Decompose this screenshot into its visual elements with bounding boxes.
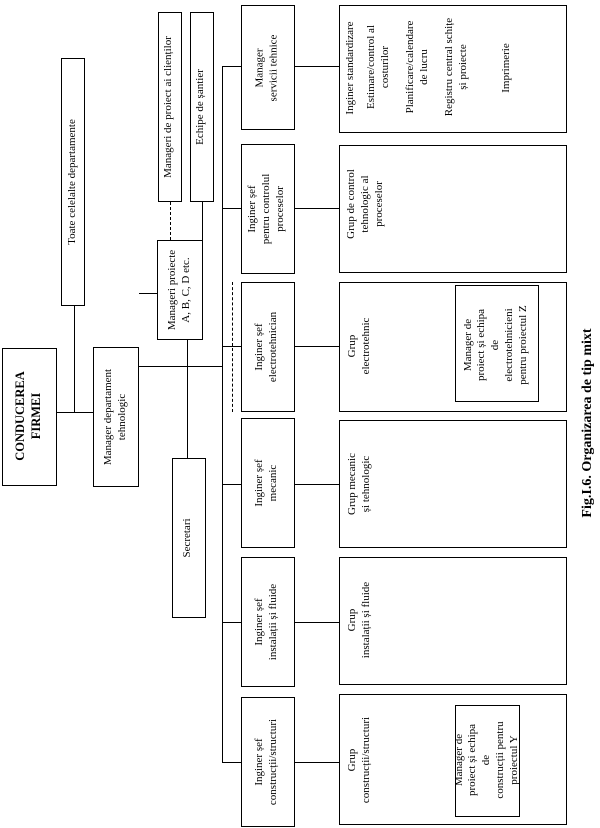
connector-all-vertical xyxy=(74,306,75,413)
connector-chief-group-electro xyxy=(295,346,339,347)
chief-box-process xyxy=(241,144,295,274)
connector-chief-group-installations xyxy=(295,622,339,623)
connector-chief-group-services xyxy=(295,66,339,67)
connector-client-managers xyxy=(170,202,171,240)
project-team-box-construction xyxy=(455,705,520,817)
site-teams-label: Echipe de șantier xyxy=(194,69,207,145)
project-team-box-electro xyxy=(455,285,539,402)
connector-chief-group-process xyxy=(295,208,339,209)
project-managers-box xyxy=(157,240,203,340)
connector-tech-trunk xyxy=(139,366,187,367)
client-managers-box xyxy=(158,12,182,202)
all-departments-label: Toate celelalte departamente xyxy=(66,119,79,245)
connector-spine-services xyxy=(222,66,241,67)
figure-caption: Fig.I.6. Organizarea de tip mixt xyxy=(580,328,596,518)
connector-spine-process xyxy=(222,208,241,209)
connector-site-teams xyxy=(202,202,203,240)
group-box-construction xyxy=(339,694,567,825)
connector-spine-installations xyxy=(222,622,241,623)
site-teams-box xyxy=(190,12,214,202)
connector-secretary xyxy=(187,340,188,458)
tech-manager-box xyxy=(93,347,139,487)
secretary-box xyxy=(172,458,206,618)
connector-chief-group-mechanical xyxy=(295,484,339,485)
connector-spine xyxy=(222,66,223,763)
chief-box-electro xyxy=(241,282,295,412)
secretary-label: Secretari xyxy=(181,518,194,558)
chief-box-construction xyxy=(241,697,295,827)
connector-electro-dashed xyxy=(232,282,233,412)
group-box-installations xyxy=(339,557,567,685)
all-departments-box xyxy=(61,58,85,306)
board-box xyxy=(2,348,57,486)
connector-board-all xyxy=(57,412,75,413)
connector-chief-group-construction xyxy=(295,762,339,763)
connector-tech-pm xyxy=(139,293,157,294)
connector-spine-electro xyxy=(222,346,241,347)
services-item-standardization: Inginer standardizare xyxy=(344,21,357,115)
group-box-mechanical xyxy=(339,420,567,548)
connector-spine-construction xyxy=(222,762,241,763)
services-list-box xyxy=(339,5,567,133)
connector-board-tech xyxy=(75,412,93,413)
client-managers-label: Manageri de proiect ai clienților xyxy=(162,36,175,178)
chief-box-installations xyxy=(241,557,295,687)
connector-spine-tech xyxy=(187,366,222,367)
chief-box-services xyxy=(241,5,295,130)
group-box-process xyxy=(339,145,567,273)
chief-box-mechanical xyxy=(241,418,295,548)
services-item-printing: Imprimerie xyxy=(500,43,513,93)
connector-spine-mechanical xyxy=(222,484,241,485)
